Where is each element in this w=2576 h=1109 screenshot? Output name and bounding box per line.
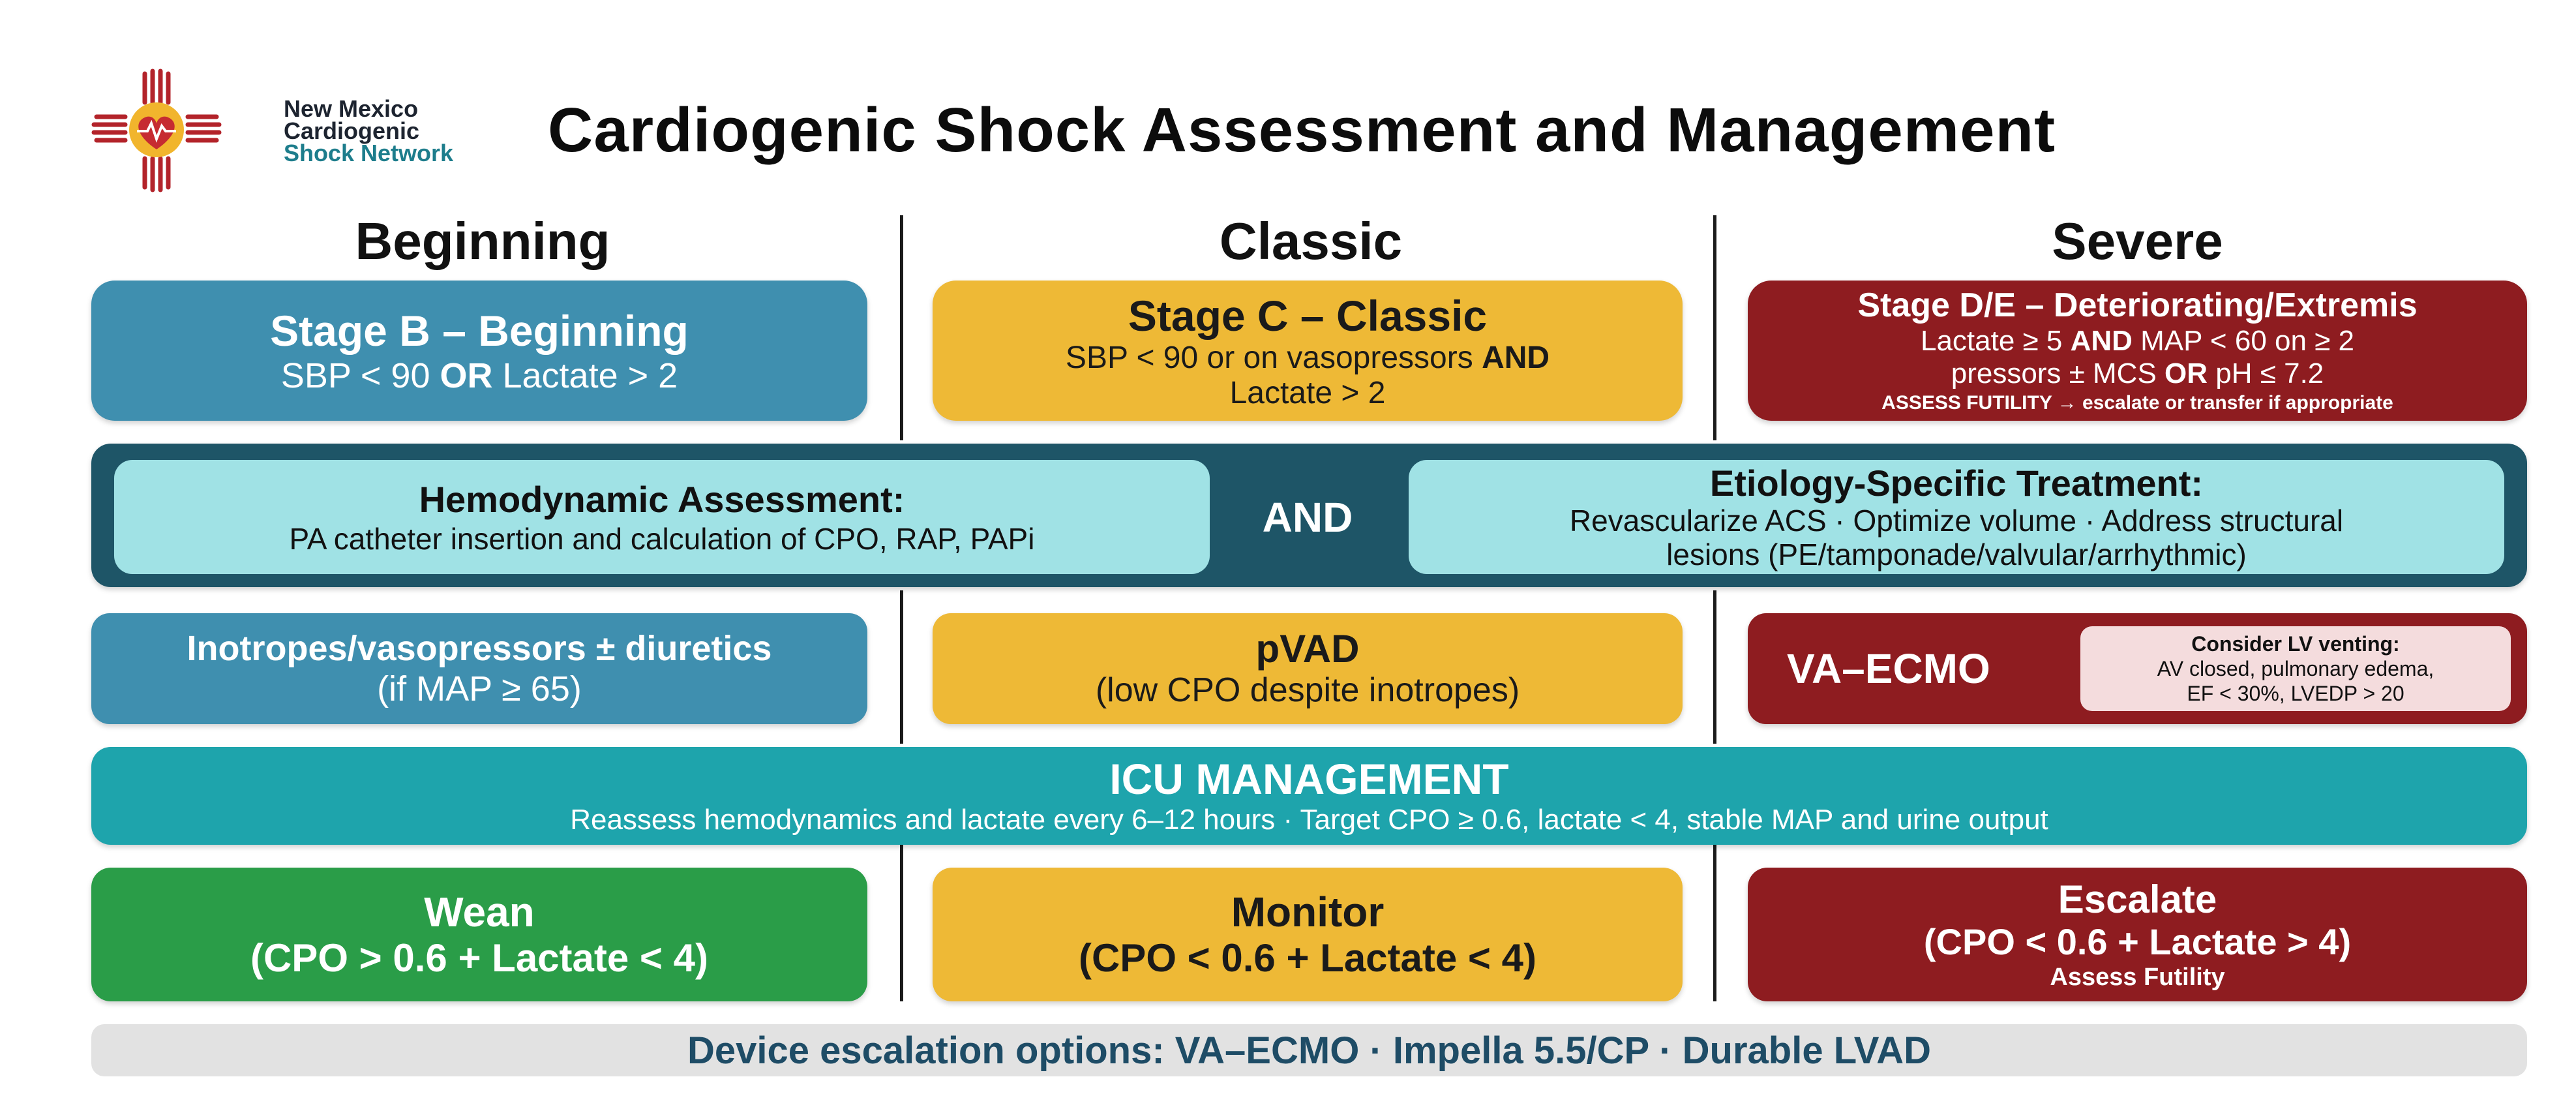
wean-title: Wean: [424, 888, 535, 935]
va-ecmo-label: VA–ECMO: [1787, 645, 1990, 692]
monitor-title: Monitor: [1231, 888, 1385, 935]
stage-b-criteria: SBP < 90 OR Lactate > 2: [280, 356, 678, 395]
lv-venting-line2: EF < 30%, LVEDP > 20: [2187, 682, 2404, 705]
org-name-line3: Shock Network: [284, 140, 454, 166]
escalate-title: Escalate: [2058, 877, 2217, 921]
pvad-box: pVAD (low CPO despite inotropes): [933, 613, 1683, 724]
etiology-treatment-line1: Revascularize ACS · Optimize volume · Ad…: [1569, 503, 2344, 538]
stage-b-box: Stage B – Beginning SBP < 90 OR Lactate …: [91, 281, 867, 421]
stage-de-box: Stage D/E – Deteriorating/Extremis Lacta…: [1748, 281, 2527, 421]
etiology-treatment-title: Etiology-Specific Treatment:: [1709, 462, 2204, 504]
device-escalation-footer: Device escalation options: VA–ECMO · Imp…: [91, 1024, 2527, 1076]
zia-heart-logo-icon: [91, 68, 222, 192]
lv-venting-note: Consider LV venting: AV closed, pulmonar…: [2080, 626, 2511, 711]
pvad-label: pVAD: [1255, 627, 1360, 671]
pvad-condition: (low CPO despite inotropes): [1095, 671, 1520, 709]
monitor-criteria: (CPO < 0.6 + Lactate < 4): [1079, 935, 1536, 980]
escalate-box: Escalate (CPO < 0.6 + Lactate > 4) Asses…: [1748, 868, 2527, 1001]
icu-management-desc: Reassess hemodynamics and lactate every …: [570, 804, 2048, 836]
device-escalation-text: Device escalation options: VA–ECMO · Imp…: [687, 1029, 1931, 1072]
org-name-line2: Cardiogenic: [284, 117, 420, 144]
stage-de-title: Stage D/E – Deteriorating/Extremis: [1857, 286, 2418, 324]
org-name-line1: New Mexico: [284, 95, 419, 122]
stage-de-criteria-line2: pressors ± MCS OR pH ≤ 7.2: [1951, 357, 2324, 389]
stage-c-criteria: SBP < 90 or on vasopressors AND: [1065, 340, 1550, 375]
hemodynamic-assessment-box: Hemodynamic Assessment: PA catheter inse…: [114, 460, 1210, 574]
lv-venting-line1: AV closed, pulmonary edema,: [2157, 657, 2434, 680]
column-header-beginning: Beginning: [355, 212, 610, 270]
wean-criteria: (CPO > 0.6 + Lactate < 4): [250, 935, 708, 980]
column-divider: [900, 590, 903, 744]
stage-c-box: Stage C – Classic SBP < 90 or on vasopre…: [933, 281, 1683, 421]
inotropes-label: Inotropes/vasopressors ± diuretics: [187, 629, 772, 668]
icu-management-band: ICU MANAGEMENT Reassess hemodynamics and…: [91, 747, 2527, 845]
inotropes-box: Inotropes/vasopressors ± diuretics (if M…: [91, 613, 867, 724]
column-divider: [1713, 590, 1716, 744]
wean-box: Wean (CPO > 0.6 + Lactate < 4): [91, 868, 867, 1001]
column-divider: [1713, 842, 1716, 1001]
stage-b-title: Stage B – Beginning: [270, 306, 689, 355]
escalate-criteria: (CPO < 0.6 + Lactate > 4): [1923, 920, 2352, 962]
column-divider: [1713, 215, 1716, 440]
inotropes-condition: (if MAP ≥ 65): [377, 669, 582, 708]
lv-venting-title: Consider LV venting:: [2191, 632, 2400, 656]
icu-management-title: ICU MANAGEMENT: [1109, 755, 1509, 803]
org-name: New Mexico Cardiogenic Shock Network: [284, 95, 454, 166]
etiology-treatment-line2: lesions (PE/tamponade/valvular/arrhythmi…: [1666, 537, 2247, 571]
stage-c-criteria-line2: Lactate > 2: [1229, 375, 1386, 410]
page-title: Cardiogenic Shock Assessment and Managem…: [548, 95, 2056, 165]
column-divider: [900, 215, 903, 440]
column-divider: [900, 842, 903, 1001]
escalate-futility-note: Assess Futility: [2050, 963, 2225, 991]
stage-c-title: Stage C – Classic: [1128, 291, 1488, 340]
hemodynamic-assessment-desc: PA catheter insertion and calculation of…: [289, 521, 1035, 556]
hemodynamic-assessment-title: Hemodynamic Assessment:: [419, 478, 905, 520]
stage-de-futility-note: ASSESS FUTILITY → escalate or transfer i…: [1881, 391, 2393, 414]
va-ecmo-box: VA–ECMO Consider LV venting: AV closed, …: [1748, 613, 2527, 724]
column-header-severe: Severe: [2052, 212, 2223, 270]
etiology-treatment-box: Etiology-Specific Treatment: Revasculari…: [1409, 460, 2504, 574]
stage-de-criteria-line1: Lactate ≥ 5 AND MAP < 60 on ≥ 2: [1920, 324, 2355, 357]
assessment-connector: AND: [1262, 493, 1353, 541]
monitor-box: Monitor (CPO < 0.6 + Lactate < 4): [933, 868, 1683, 1001]
column-header-classic: Classic: [1219, 212, 1403, 270]
